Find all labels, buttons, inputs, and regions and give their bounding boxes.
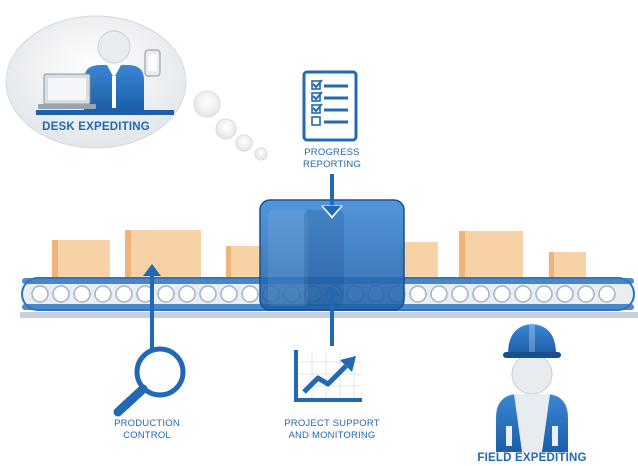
desk-expediting-text: DESK EXPEDITING xyxy=(42,121,150,133)
production-control-label: PRODUCTION CONTROL xyxy=(97,418,197,442)
trend-chart-icon xyxy=(294,350,362,402)
progress-reporting-line-2: REPORTING xyxy=(302,159,362,170)
progress-reporting-arrow xyxy=(320,174,344,219)
progress-reporting-line-1: PROGRESS xyxy=(304,147,360,158)
desk-expediting-label: DESK EXPEDITING xyxy=(30,120,162,134)
project-support-line-1: PROJECT SUPPORT xyxy=(284,418,380,429)
laptop-icon xyxy=(38,73,96,109)
project-support-line-2: AND MONITORING xyxy=(288,430,376,441)
project-support-label: PROJECT SUPPORT AND MONITORING xyxy=(270,418,394,442)
progress-reporting-label: PROGRESS REPORTING xyxy=(282,147,382,171)
production-control-arrow xyxy=(143,264,161,352)
hard-hat-icon xyxy=(503,324,561,358)
magnifier-icon xyxy=(113,346,186,417)
checklist-icon xyxy=(302,70,358,142)
inspection-station xyxy=(259,199,405,311)
phone-icon xyxy=(144,49,161,77)
field-expediting-label: FIELD EXPEDITING xyxy=(466,451,598,465)
project-support-arrow xyxy=(323,286,341,346)
production-control-line-2: CONTROL xyxy=(123,430,171,441)
conveyor-boxes xyxy=(52,230,586,278)
worker-icon xyxy=(496,353,568,452)
field-expediting-text: FIELD EXPEDITING xyxy=(477,452,587,464)
production-control-line-1: PRODUCTION xyxy=(114,418,180,429)
desk-person-icon xyxy=(36,30,174,115)
